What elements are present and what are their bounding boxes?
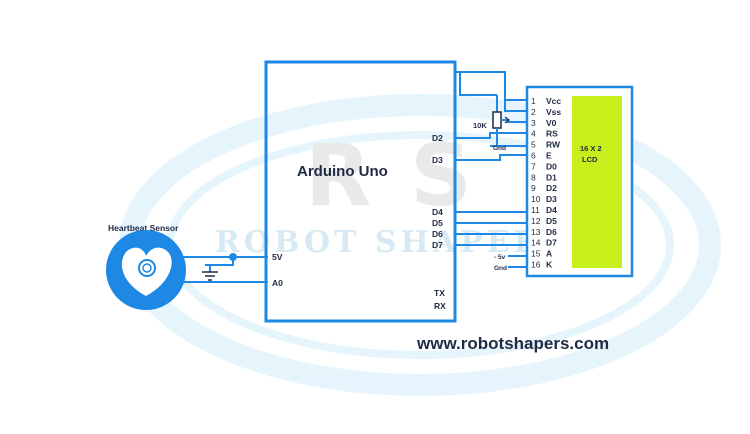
pin16-supply-label: Gnd <box>494 265 507 272</box>
lcd-pin-number: 1 <box>531 96 536 106</box>
lcd-pin-name: D3 <box>546 194 557 204</box>
lcd-pin-name: D2 <box>546 183 557 193</box>
pin-d4: D4 <box>432 207 443 217</box>
lcd-pin-name: D1 <box>546 172 557 182</box>
lcd-pin-number: 8 <box>531 172 536 182</box>
pin-d3: D3 <box>432 155 443 165</box>
pot-gnd-label: Gnd <box>493 145 506 152</box>
lcd-pin-number: 13 <box>531 227 541 237</box>
arduino-title: Arduino Uno <box>297 163 388 180</box>
lcd-pin-number: 10 <box>531 194 541 204</box>
potentiometer-circuit: 10K Gnd <box>455 71 530 152</box>
lcd-pin-number: 3 <box>531 118 536 128</box>
svg-text:S: S <box>410 126 472 226</box>
pot-value-label: 10K <box>473 121 487 130</box>
data-wires <box>455 132 530 246</box>
lcd-pin-name: D0 <box>546 161 557 171</box>
pin-rx: RX <box>434 301 446 311</box>
lcd-pin-name: RS <box>546 129 558 139</box>
lcd-pin-number: 12 <box>531 216 541 226</box>
lcd-pin-number: 11 <box>531 205 540 215</box>
pin-d6: D6 <box>432 229 443 239</box>
lcd-pin-name: Vss <box>546 107 561 117</box>
lcd-pin-name: D7 <box>546 238 557 248</box>
arduino-board <box>264 60 457 323</box>
pin-tx: TX <box>434 288 445 298</box>
lcd-pin-number: 4 <box>531 129 536 139</box>
lcd-pin-number: 6 <box>531 151 536 161</box>
lcd-pin-name: Vcc <box>546 96 561 106</box>
lcd-pin-number: 2 <box>531 107 536 117</box>
pin-5v: 5V <box>272 252 283 262</box>
lcd-pin-name: D6 <box>546 227 557 237</box>
lcd-pin-name: D4 <box>546 205 557 215</box>
lcd-title-line2: LCD <box>582 155 598 164</box>
website-url: www.robotshapers.com <box>416 334 609 353</box>
sensor-label: Heartbeat Sensor <box>108 223 179 233</box>
watermark-logo: R S ROBOT SHAPERS <box>119 94 721 396</box>
lcd-pin-name: A <box>546 249 552 259</box>
pin15-supply-label: - 5v <box>494 254 506 261</box>
lcd-pin-number: 15 <box>531 249 541 259</box>
pin-d7: D7 <box>432 240 443 250</box>
lcd-pin-name: RW <box>546 140 561 150</box>
lcd-pin-number: 5 <box>531 140 536 150</box>
pin-a0: A0 <box>272 278 283 288</box>
lcd-pin-number: 16 <box>531 260 541 270</box>
lcd-pin-number: 7 <box>531 161 536 171</box>
lcd-screen <box>572 96 622 268</box>
pin-d5: D5 <box>432 218 443 228</box>
watermark-text: ROBOT SHAPERS <box>215 225 568 260</box>
lcd-pin-name: D5 <box>546 216 557 226</box>
pin-d2: D2 <box>432 133 443 143</box>
lcd-pin-name: E <box>546 151 552 161</box>
lcd-pin-name: K <box>546 260 553 270</box>
lcd-pin-name: V0 <box>546 118 557 128</box>
lcd-pin-number: 14 <box>531 238 541 248</box>
svg-text:R: R <box>305 126 371 226</box>
lcd-title-line1: 16 X 2 <box>580 144 602 153</box>
lcd-pin-number: 9 <box>531 183 536 193</box>
potentiometer <box>492 111 502 129</box>
